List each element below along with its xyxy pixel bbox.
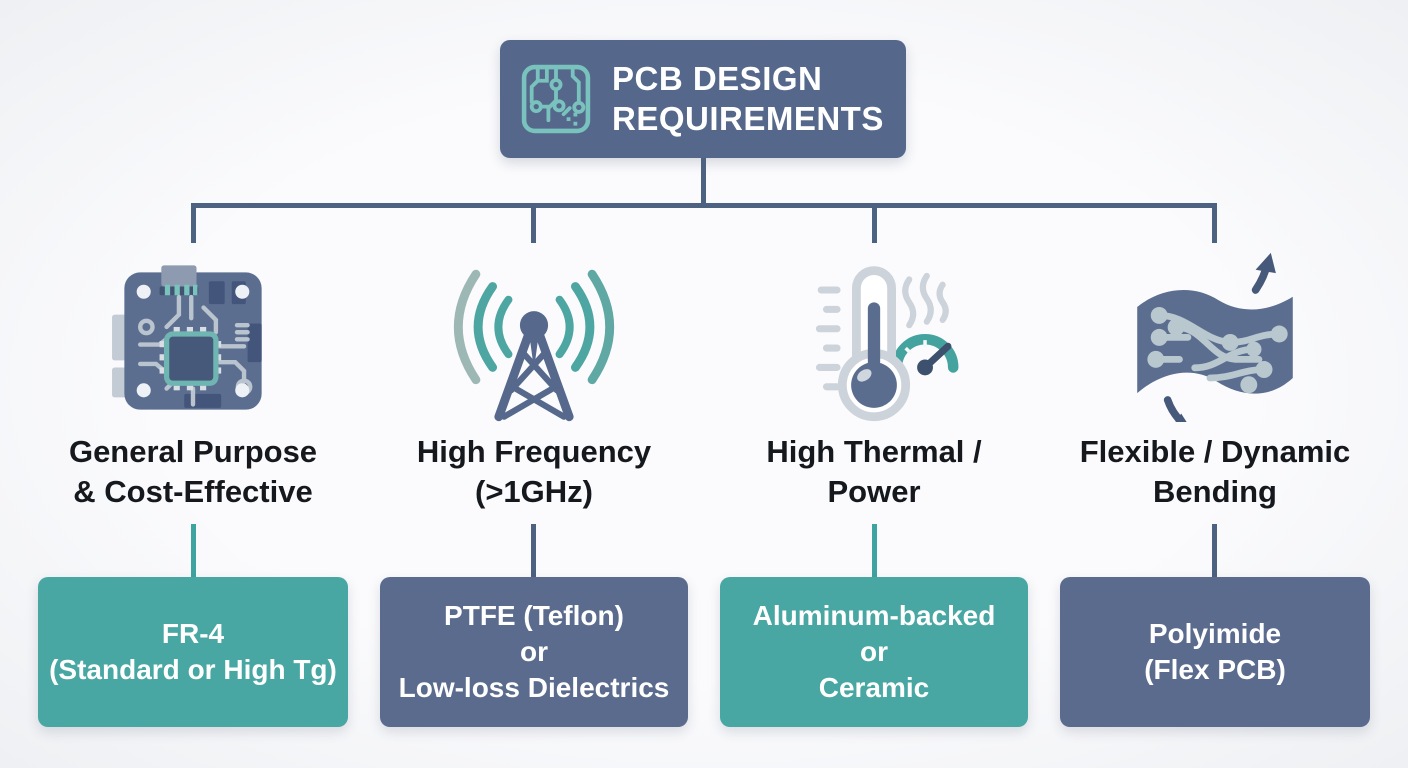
result-polyimide-line1: Polyimide (1148, 618, 1282, 650)
connector-horizontal (191, 203, 1217, 208)
label-high-thermal-line1: High Thermal / (766, 434, 982, 469)
label-general-purpose-line2: & Cost-Effective (73, 473, 313, 509)
result-ptfe-line1: PTFE (Teflon) (444, 600, 624, 632)
result-box-ptfe: PTFE (Teflon) or Low-loss Dielectrics (380, 577, 688, 727)
result-ptfe-line2: or (520, 636, 548, 668)
result-aluminum-line3: Ceramic (818, 671, 930, 703)
result-aluminum-line2: or (860, 636, 888, 668)
root-node-pcb-design-requirements: PCB DESIGN REQUIREMENTS (500, 40, 906, 158)
connector-branch-2 (531, 203, 536, 243)
connector-branch-3 (872, 203, 877, 243)
flexible-pcb-icon (1120, 246, 1310, 422)
header-title: PCB DESIGN REQUIREMENTS (612, 59, 884, 140)
result-box-fr4: FR-4 (Standard or High Tg) (38, 577, 348, 727)
result-box-polyimide: Polyimide (Flex PCB) (1060, 577, 1370, 727)
result-fr4-line1: FR-4 (161, 618, 225, 650)
label-high-frequency: High Frequency (>1GHz) (354, 432, 714, 511)
label-general-purpose: General Purpose & Cost-Effective (13, 432, 373, 511)
header-title-line2: REQUIREMENTS (612, 100, 884, 137)
result-polyimide-line2: (Flex PCB) (1144, 654, 1286, 685)
connector-branch-4 (1212, 203, 1217, 243)
label-high-thermal: High Thermal / Power (694, 432, 1054, 511)
connector-branch-1 (191, 203, 196, 243)
pcb-board-icon (98, 246, 288, 422)
connector-label-to-box-2 (531, 524, 536, 577)
label-high-frequency-line2: (>1GHz) (475, 473, 593, 509)
label-flexible-line1: Flexible / Dynamic (1079, 434, 1351, 469)
label-high-thermal-line2: Power (827, 473, 921, 509)
header-title-line1: PCB DESIGN (612, 59, 823, 97)
result-box-aluminum-ceramic: Aluminum-backed or Ceramic (720, 577, 1028, 727)
label-general-purpose-line1: General Purpose (68, 434, 318, 469)
connector-label-to-box-3 (872, 524, 877, 577)
antenna-icon (439, 246, 629, 422)
result-ptfe-line3: Low-loss Dielectrics (398, 671, 670, 703)
connector-label-to-box-1 (191, 524, 196, 577)
result-fr4-line2: (Standard or High Tg) (49, 654, 337, 685)
label-high-frequency-line1: High Frequency (416, 434, 652, 469)
label-flexible-line2: Bending (1153, 473, 1277, 509)
thermometer-gauge-icon (779, 246, 969, 422)
result-aluminum-line1: Aluminum-backed (752, 600, 996, 632)
label-flexible: Flexible / Dynamic Bending (1035, 432, 1395, 511)
connector-label-to-box-4 (1212, 524, 1217, 577)
connector-root-vertical (701, 158, 706, 207)
circuit-board-icon (518, 61, 594, 137)
